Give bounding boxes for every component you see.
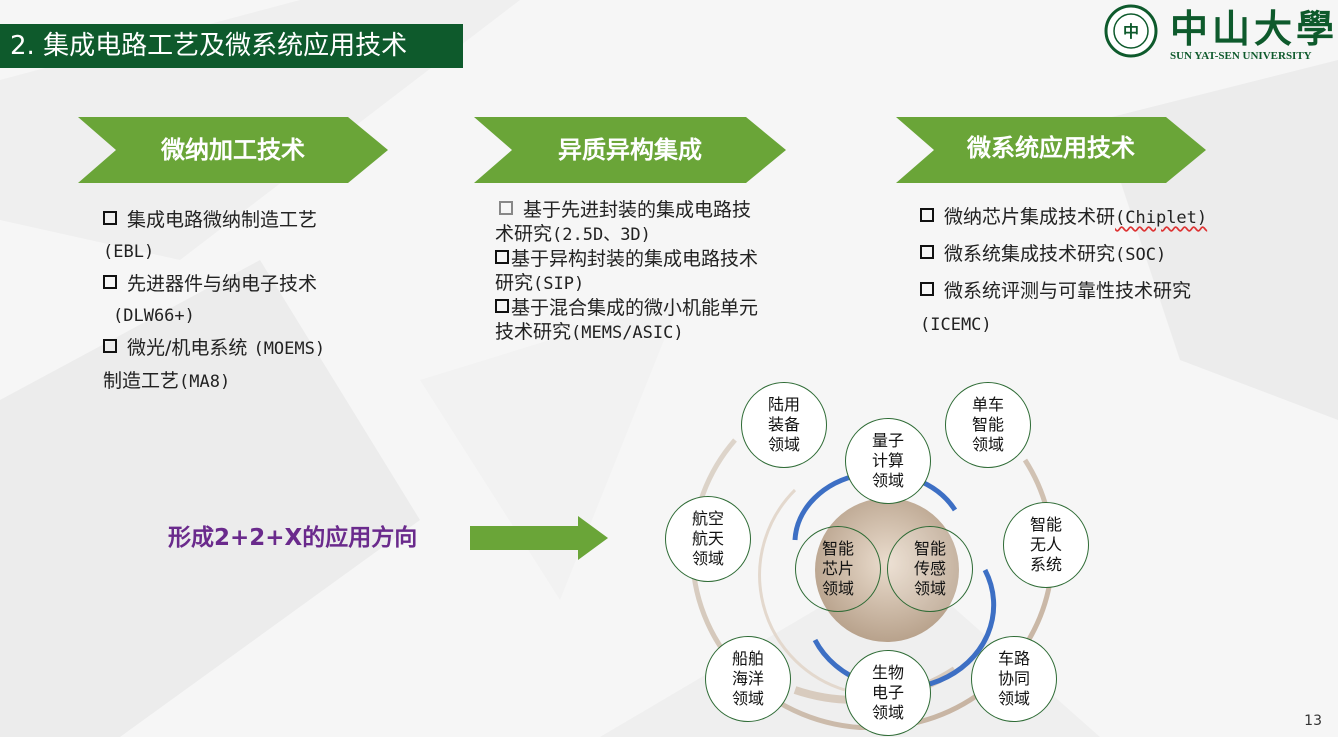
bubble-bio-electronics: 生物电子领域	[845, 650, 931, 736]
list-item: 基于异构封装的集成电路技术	[495, 247, 758, 271]
checkbox-square-icon	[495, 250, 509, 264]
bubble-vehicle-road: 车路协同领域	[971, 636, 1057, 722]
bubble-marine: 船舶海洋领域	[705, 636, 791, 722]
page-number: 13	[1304, 713, 1322, 729]
chevron-label: 微纳加工技术	[161, 136, 305, 164]
chevron-hetero-integration: 异质异构集成	[474, 117, 786, 183]
bubble-vehicle-intelligence: 单车智能领域	[945, 382, 1031, 468]
page-title: 2. 集成电路工艺及微系统应用技术	[0, 24, 463, 68]
list-item: 先进器件与纳电子技术	[103, 268, 325, 300]
list-item-continued: 制造工艺(MA8)	[103, 370, 231, 392]
svg-text:中: 中	[1123, 22, 1139, 41]
chevron-micro-nano: 微纳加工技术	[78, 117, 388, 183]
right-arrow-icon	[470, 516, 608, 560]
checkbox-square-icon	[103, 339, 117, 353]
list-item: 微纳芯片集成技术研(Chiplet)	[920, 199, 1207, 236]
checkbox-square-icon	[920, 245, 934, 259]
checkbox-square-icon	[499, 201, 513, 215]
logo-english-name: SUN YAT-SEN UNIVERSITY	[1170, 50, 1312, 62]
checkbox-square-icon	[920, 282, 934, 296]
checkbox-square-icon	[920, 208, 934, 222]
chevron-label: 异质异构集成	[558, 136, 702, 164]
chevron-label: 微系统应用技术	[967, 134, 1135, 162]
column-microsystem-list: 微纳芯片集成技术研(Chiplet) 微系统集成技术研究(SOC) 微系统评测与…	[920, 199, 1207, 343]
bubble-land-equipment: 陆用装备领域	[741, 382, 827, 468]
list-item: 基于先进封装的集成电路技	[495, 198, 758, 222]
bubble-aerospace: 航空航天领域	[665, 496, 751, 582]
column-hetero-list: 基于先进封装的集成电路技 术研究(2.5D、3D) 基于异构封装的集成电路技术 …	[495, 198, 759, 343]
list-item: 微系统集成技术研究(SOC)	[920, 236, 1207, 273]
bubble-smart-sensing: 智能传感领域	[887, 526, 973, 612]
list-item: 基于混合集成的微小机能单元	[495, 296, 758, 320]
checkbox-square-icon	[103, 211, 117, 225]
chevron-microsystem-apps: 微系统应用技术	[896, 117, 1206, 183]
list-item-code: (DLW66+)	[113, 306, 195, 326]
university-logo: 中 中山大學 SUN YAT-SEN UNIVERSITY	[1104, 4, 1334, 64]
column-micro-nano-list: 集成电路微纳制造工艺 (EBL) 先进器件与纳电子技术 (DLW66+) 微光/…	[103, 204, 325, 398]
list-item-code: (EBL)	[103, 242, 155, 262]
application-diagram: 智能芯片领域 智能传感领域 量子计算领域 生物电子领域 陆用装备领域 单车智能领…	[655, 370, 1095, 736]
bubble-quantum-computing: 量子计算领域	[845, 418, 931, 504]
bubble-smart-chip: 智能芯片领域	[795, 526, 881, 612]
list-item: 微光/机电系统 (MOEMS)	[103, 332, 325, 365]
logo-chinese-name: 中山大學	[1170, 6, 1338, 51]
checkbox-square-icon	[495, 299, 509, 313]
list-item-code: (ICEMC)	[920, 315, 992, 335]
checkbox-square-icon	[103, 275, 117, 289]
list-item: 微系统评测与可靠性技术研究	[920, 273, 1207, 309]
conclusion-text: 形成2+2+X的应用方向	[168, 525, 418, 551]
list-item: 集成电路微纳制造工艺	[103, 204, 325, 236]
university-seal-icon: 中	[1104, 4, 1158, 58]
bubble-unmanned-systems: 智能无人系统	[1003, 502, 1089, 588]
